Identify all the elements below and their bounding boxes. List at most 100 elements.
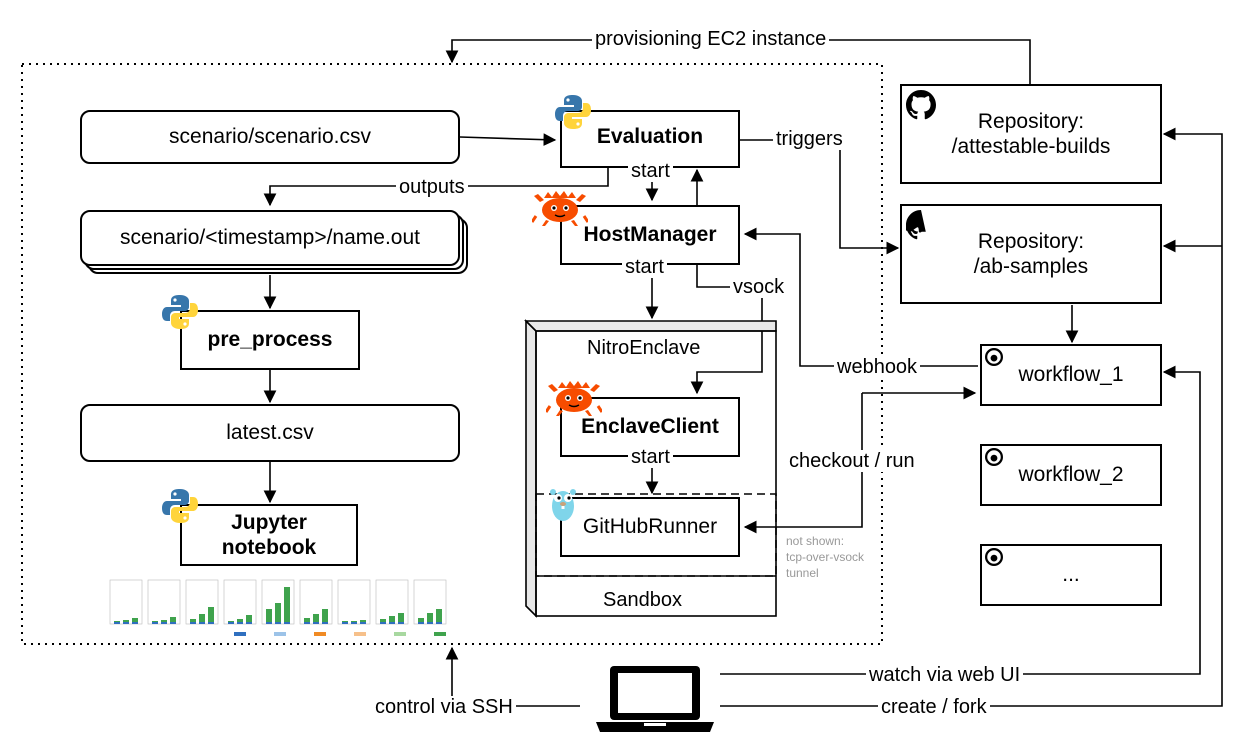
thumbnail-base [389, 622, 395, 624]
repo-samples-label-1: Repository: [977, 229, 1085, 253]
repo-attestable-builds-box: Repository: /attestable-builds [900, 84, 1162, 184]
workflow-1-label: workflow_1 [1018, 363, 1124, 387]
thumbnail-bar [208, 607, 214, 623]
control-ssh-label: control via SSH [372, 696, 516, 718]
thumbnail-base [246, 622, 252, 624]
github-icon [985, 348, 1003, 366]
outputs-label: outputs [396, 176, 468, 198]
thumbnail-bar [246, 615, 252, 623]
thumbnail-base [418, 622, 424, 624]
checkout-run-label: checkout / run [786, 450, 918, 472]
edge-triggers [740, 139, 900, 255]
note-line-1: not shown: [786, 534, 845, 548]
thumbnail-bar [237, 619, 243, 623]
note-line-2: tcp-over-vsock [786, 550, 865, 565]
github-runner-box: GitHubRunner [560, 497, 740, 557]
thumbnail-bar [304, 618, 310, 623]
github-runner-label: GitHubRunner [582, 515, 718, 539]
thumbnail-base [322, 622, 328, 624]
thumbnail-base [208, 622, 214, 624]
enclave-client-label: EnclaveClient [581, 415, 719, 439]
provisioning-label: provisioning EC2 instance [592, 28, 830, 50]
thumbnail-base [342, 622, 348, 624]
webhook-label: webhook [834, 356, 921, 378]
thumbnail-legend-swatch [234, 632, 246, 636]
github-icon [985, 548, 1003, 566]
enclave-client-start-label: start [628, 446, 673, 468]
thumbnail-base [351, 622, 357, 624]
tcp-over-vsock-note: not shown: tcp-over-vsock tunnel [786, 533, 864, 582]
thumbnail-legend-swatch [314, 632, 326, 636]
watch-web-ui-label: watch via web UI [866, 664, 1024, 686]
nitro-enclave-label: NitroEnclave [587, 337, 701, 359]
nitro-enclave-frame [524, 319, 777, 618]
note-line-3: tunnel [786, 566, 819, 581]
thumbnail-legend-swatch [434, 632, 446, 636]
repo-attestable-label-1: Repository: [977, 109, 1085, 133]
workflow-2-label: workflow_2 [1018, 463, 1124, 487]
thumbnail-frame [147, 579, 181, 625]
triggers-label: triggers [773, 128, 846, 150]
thumbnail-base [114, 622, 120, 624]
thumbnail-bar [170, 617, 176, 623]
jupyter-label-line1: Jupyter [231, 510, 307, 534]
edge-scenario-to-evaluation [459, 133, 557, 147]
thumbnail-bar [275, 603, 281, 623]
workflow-1-box: workflow_1 [980, 344, 1162, 406]
thumbnail-frame [337, 579, 371, 625]
scenario-out-box: scenario/<timestamp>/name.out [80, 210, 460, 266]
thumbnail-bar [132, 618, 138, 623]
rust-crab-icon [532, 191, 588, 226]
go-gopher-icon [550, 489, 576, 521]
repo-ab-samples-box: Repository: /ab-samples [900, 204, 1162, 304]
thumbnail-bar [266, 609, 272, 623]
thumbnail-legend-swatch [394, 632, 406, 636]
pre-process-label: pre_process [207, 328, 333, 352]
thumbnail-base [436, 622, 442, 624]
thumbnail-base [161, 622, 167, 624]
repo-samples-label-2: /ab-samples [973, 255, 1089, 278]
thumbnail-bar [360, 620, 366, 623]
thumbnail-bar [284, 587, 290, 623]
host-manager-label: HostManager [583, 223, 717, 247]
thumbnail-base [170, 622, 176, 624]
host-manager-start-label: start [622, 256, 667, 278]
thumbnail-frame [109, 579, 143, 625]
thumbnail-base [132, 622, 138, 624]
edge-checkout-run [743, 393, 863, 534]
notebook-chart-thumbnails [109, 579, 447, 636]
thumbnail-bar [427, 613, 433, 623]
vsock-label: vsock [730, 276, 788, 298]
scenario-out-label: scenario/<timestamp>/name.out [120, 226, 420, 250]
jupyter-label-line2: notebook [221, 536, 317, 559]
sandbox-label: Sandbox [603, 589, 682, 611]
edge-watch [720, 365, 1201, 675]
repo-attestable-label-2: /attestable-builds [951, 135, 1111, 158]
rust-crab-icon [546, 381, 602, 416]
scenario-csv-box: scenario/scenario.csv [80, 110, 460, 164]
python-icon [162, 489, 198, 523]
github-icon [985, 448, 1003, 466]
workflow-more-label: ... [1062, 563, 1080, 587]
python-icon [162, 295, 198, 329]
thumbnail-bar [389, 616, 395, 623]
thumbnail-base [123, 622, 129, 624]
thumbnail-bar [313, 614, 319, 623]
thumbnail-bar [123, 620, 129, 623]
github-icon [906, 90, 936, 120]
thumbnail-bar [199, 614, 205, 623]
workflow-more-box: ... [980, 544, 1162, 606]
thumbnail-base [152, 622, 158, 624]
thumbnail-base [237, 622, 243, 624]
thumbnail-base [380, 622, 386, 624]
thumbnail-bar [161, 620, 167, 623]
evaluation-start-label: start [628, 160, 673, 182]
thumbnail-bar [398, 613, 404, 623]
workflow-2-box: workflow_2 [980, 444, 1162, 506]
github-icon [906, 210, 926, 240]
thumbnail-base [266, 622, 272, 624]
thumbnail-base [199, 622, 205, 624]
ec2-host-boundary [21, 63, 883, 645]
thumbnail-base [284, 622, 290, 624]
